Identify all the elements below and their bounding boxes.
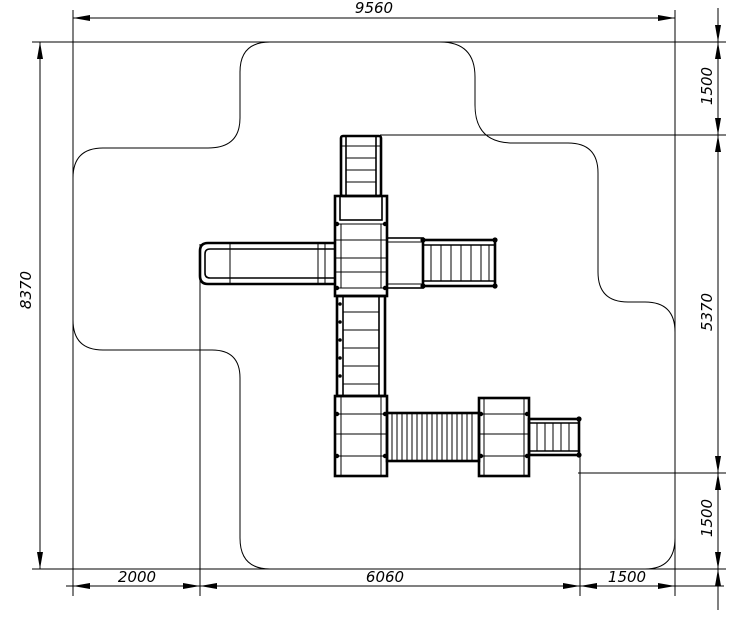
end-ladder bbox=[527, 416, 582, 458]
dimension-right: 1500 5370 1500 bbox=[380, 8, 726, 610]
dimension-top: 9560 bbox=[72, 0, 676, 42]
right-stair bbox=[420, 237, 498, 289]
dimension-right-top-label: 1500 bbox=[698, 67, 716, 105]
lower-left-tower bbox=[333, 394, 389, 478]
tube-slide bbox=[198, 241, 335, 286]
upper-tower bbox=[333, 194, 389, 298]
dimension-right-bottom-label: 1500 bbox=[698, 499, 716, 537]
top-ladder bbox=[339, 134, 383, 198]
dimension-bottom: 2000 6060 1500 bbox=[66, 244, 724, 596]
vertical-climber bbox=[335, 294, 387, 398]
safety-zone-outline bbox=[72, 41, 676, 570]
dimension-left: 8370 bbox=[17, 41, 73, 570]
right-platform bbox=[386, 237, 424, 289]
dimension-top-label: 9560 bbox=[355, 0, 393, 17]
bridge bbox=[385, 411, 481, 463]
dimension-bottom-right-label: 1500 bbox=[608, 568, 646, 586]
dimension-bottom-middle-label: 6060 bbox=[366, 568, 404, 586]
site-boundary bbox=[72, 41, 676, 570]
lower-right-tower bbox=[477, 396, 531, 478]
dimension-left-label: 8370 bbox=[17, 271, 35, 309]
dimension-right-middle-label: 5370 bbox=[698, 293, 716, 331]
dimension-bottom-left-label: 2000 bbox=[118, 568, 156, 586]
